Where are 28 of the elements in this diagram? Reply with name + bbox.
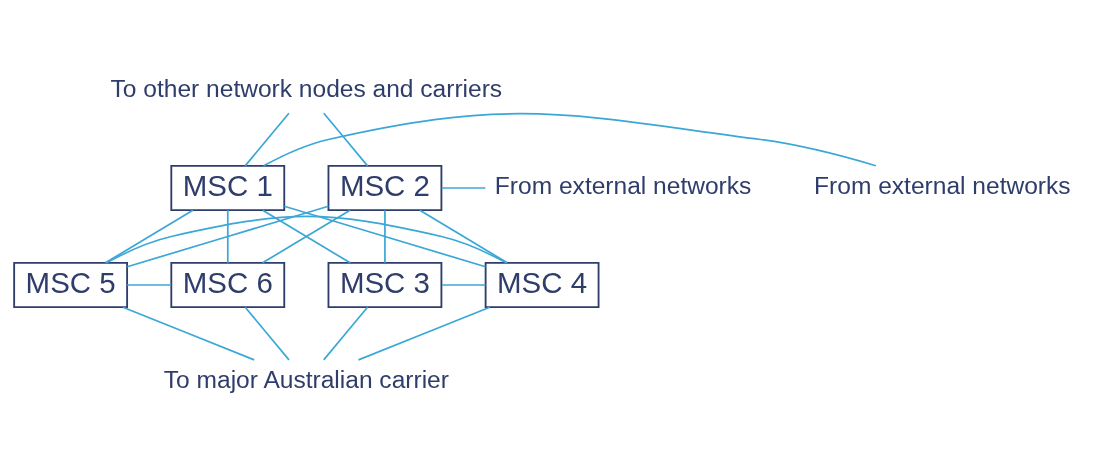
- connector: [126, 283, 172, 286]
- connector: [357, 305, 491, 361]
- connector: [226, 208, 229, 264]
- connector: [322, 305, 369, 361]
- connector: [440, 186, 487, 189]
- connector: [384, 208, 386, 264]
- connector: [244, 111, 290, 167]
- node-text: From external networks: [494, 171, 752, 199]
- node-box: MSC 5: [13, 261, 129, 308]
- node-box: MSC 2: [327, 164, 443, 211]
- connector: [283, 204, 487, 268]
- connector: [262, 112, 877, 167]
- connector: [322, 111, 369, 167]
- connector: [105, 215, 508, 264]
- connector: [126, 204, 330, 268]
- node-box: MSC 3: [327, 261, 443, 308]
- connector: [104, 208, 194, 264]
- connector: [441, 283, 487, 286]
- node-box: MSC 6: [170, 261, 286, 308]
- connector: [418, 208, 509, 264]
- connector: [122, 305, 256, 361]
- node-text: To major Australian carrier: [163, 365, 449, 393]
- node-box: MSC 4: [484, 261, 600, 308]
- connector: [244, 305, 290, 361]
- node-box: MSC 1: [170, 164, 286, 211]
- node-text: To other network nodes and carriers: [110, 74, 503, 102]
- node-text: From external networks: [814, 171, 1071, 199]
- connector: [261, 208, 351, 264]
